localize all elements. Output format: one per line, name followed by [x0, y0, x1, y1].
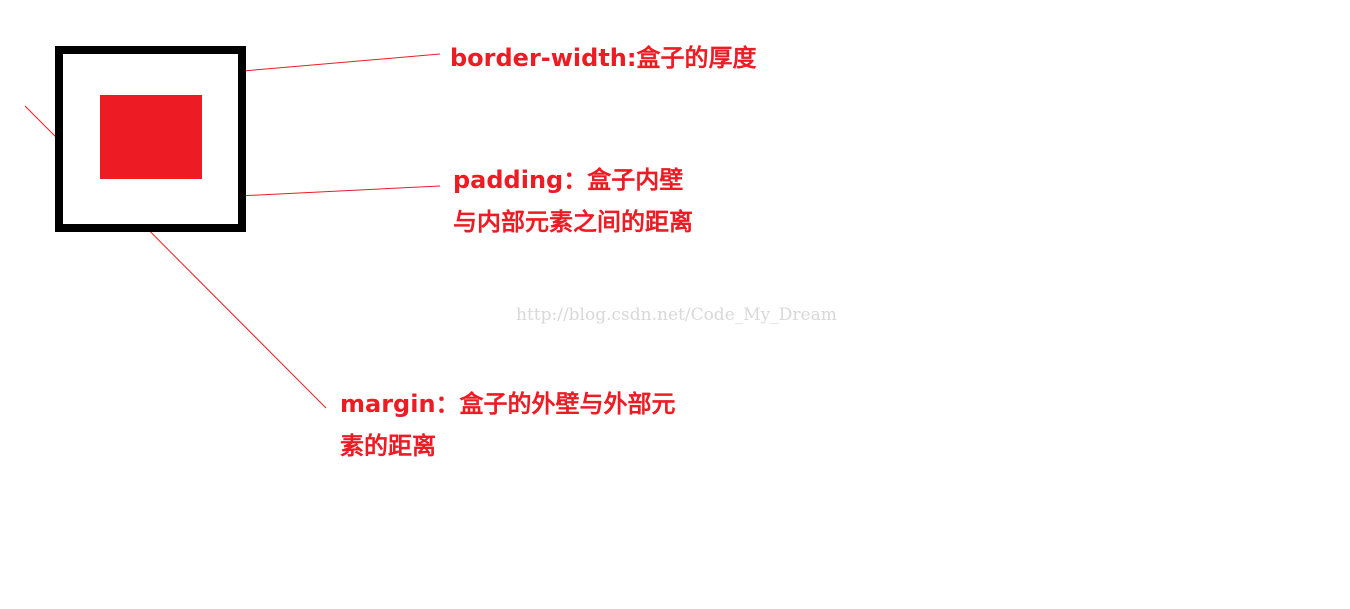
margin-label-line-1: margin：盒子的外壁与外部元: [340, 390, 676, 418]
margin-label-line-2: 素的距离: [340, 432, 436, 460]
inner-element: [100, 95, 202, 179]
margin-label: margin：盒子的外壁与外部元 素的距离: [340, 383, 676, 467]
padding-label: padding：盒子内壁 与内部元素之间的距离: [453, 159, 693, 243]
border-width-label: border-width:盒子的厚度: [450, 37, 757, 79]
border-leader-line: [242, 53, 441, 72]
watermark: http://blog.csdn.net/Code_My_Dream: [516, 305, 837, 325]
border-width-label-line: border-width:盒子的厚度: [450, 44, 757, 72]
padding-label-line-1: padding：盒子内壁: [453, 166, 684, 194]
padding-label-line-2: 与内部元素之间的距离: [453, 208, 693, 236]
